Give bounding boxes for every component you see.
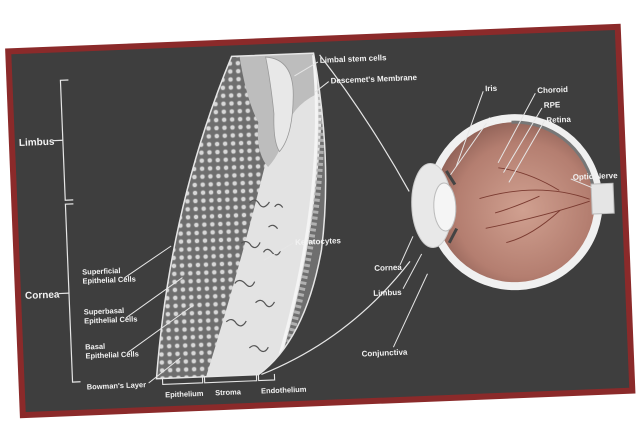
label-retina: Retina — [546, 115, 571, 125]
label-keratocytes: Keratocytes — [295, 236, 342, 247]
label-lens: Lens — [488, 115, 508, 125]
bracket-limbus: Limbus — [19, 137, 55, 149]
label-epithelium: Epithelium — [165, 389, 204, 400]
label-eye-cornea: Cornea — [374, 263, 402, 273]
label-optic-nerve: Optic Nerve — [573, 171, 619, 182]
label-stroma: Stroma — [215, 387, 242, 397]
label-endothelium: Endothelium — [261, 385, 307, 396]
label-iris: Iris — [485, 84, 498, 93]
slide-card: Limbus Cornea — [5, 24, 635, 418]
label-conjunctiva: Conjunctiva — [361, 348, 408, 359]
bracket-cornea: Cornea — [25, 290, 60, 302]
label-rpe: RPE — [544, 100, 561, 110]
optic-nerve-stalk — [591, 183, 614, 214]
label-eye-limbus: Limbus — [373, 288, 402, 298]
label-choroid: Choroid — [537, 85, 568, 95]
